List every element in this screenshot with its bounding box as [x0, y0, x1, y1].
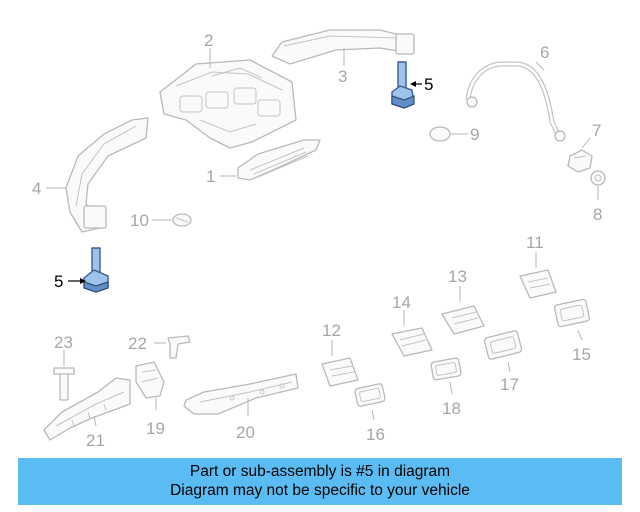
- callout-10: 10: [130, 211, 149, 230]
- part-9-seal: [429, 126, 451, 142]
- part-14-outlet: [391, 327, 433, 357]
- callout-3: 3: [338, 67, 347, 86]
- info-banner: Part or sub-assembly is #5 in diagram Di…: [18, 458, 622, 505]
- callout-19: 19: [146, 419, 165, 438]
- callout-13: 13: [448, 267, 467, 286]
- part-7-fitting: [567, 149, 593, 173]
- part-12-outlet: [321, 357, 359, 387]
- part-5-lower-highlight: [83, 247, 109, 293]
- part-5-upper-highlight: [391, 61, 415, 109]
- callout-18: 18: [442, 399, 461, 418]
- part-15-bezel: [553, 298, 591, 328]
- banner-line-1: Part or sub-assembly is #5 in diagram: [189, 463, 451, 480]
- callout-4: 4: [32, 179, 41, 198]
- callout-15: 15: [572, 345, 591, 364]
- part-1-vent-strip: [237, 139, 321, 181]
- part-22-fastener: [167, 335, 191, 359]
- part-21-side-duct: [43, 377, 131, 441]
- callout-1: 1: [206, 167, 215, 186]
- banner-line-2: Diagram may not be specific to your vehi…: [170, 482, 470, 499]
- callout-9: 9: [470, 125, 479, 144]
- callout-16: 16: [366, 425, 385, 444]
- callout-20: 20: [236, 423, 255, 442]
- part-4-side-duct: [65, 117, 149, 233]
- part-13-outlet: [441, 305, 485, 335]
- callout-7: 7: [592, 121, 601, 140]
- part-23-bolt: [53, 367, 75, 401]
- part-6-hose: [465, 61, 566, 142]
- callout-14: 14: [392, 293, 411, 312]
- part-20-lower-duct: [183, 373, 299, 415]
- parts-diagram: 2 3 5 6 7 8 9: [32, 29, 606, 450]
- callout-22: 22: [128, 334, 147, 353]
- callout-11: 11: [526, 233, 544, 252]
- callout-5-lower: 5: [54, 272, 63, 291]
- part-2-duct-housing: [159, 59, 297, 149]
- part-11-outlet: [519, 269, 557, 299]
- callout-2: 2: [204, 31, 213, 50]
- callout-12: 12: [322, 321, 341, 340]
- part-8-grommet: [590, 170, 606, 186]
- callout-8: 8: [593, 205, 602, 224]
- part-10-clip: [172, 213, 192, 227]
- callout-17: 17: [500, 375, 519, 394]
- callout-6: 6: [540, 43, 549, 62]
- part-17-bezel: [483, 330, 523, 360]
- part-16-bezel: [354, 383, 386, 407]
- callout-21: 21: [86, 431, 105, 450]
- part-19-bracket: [135, 361, 165, 399]
- part-18-bezel: [430, 357, 462, 381]
- callout-5-upper: 5: [424, 75, 433, 94]
- callout-23: 23: [54, 333, 73, 352]
- part-3-upper-duct: [271, 29, 415, 65]
